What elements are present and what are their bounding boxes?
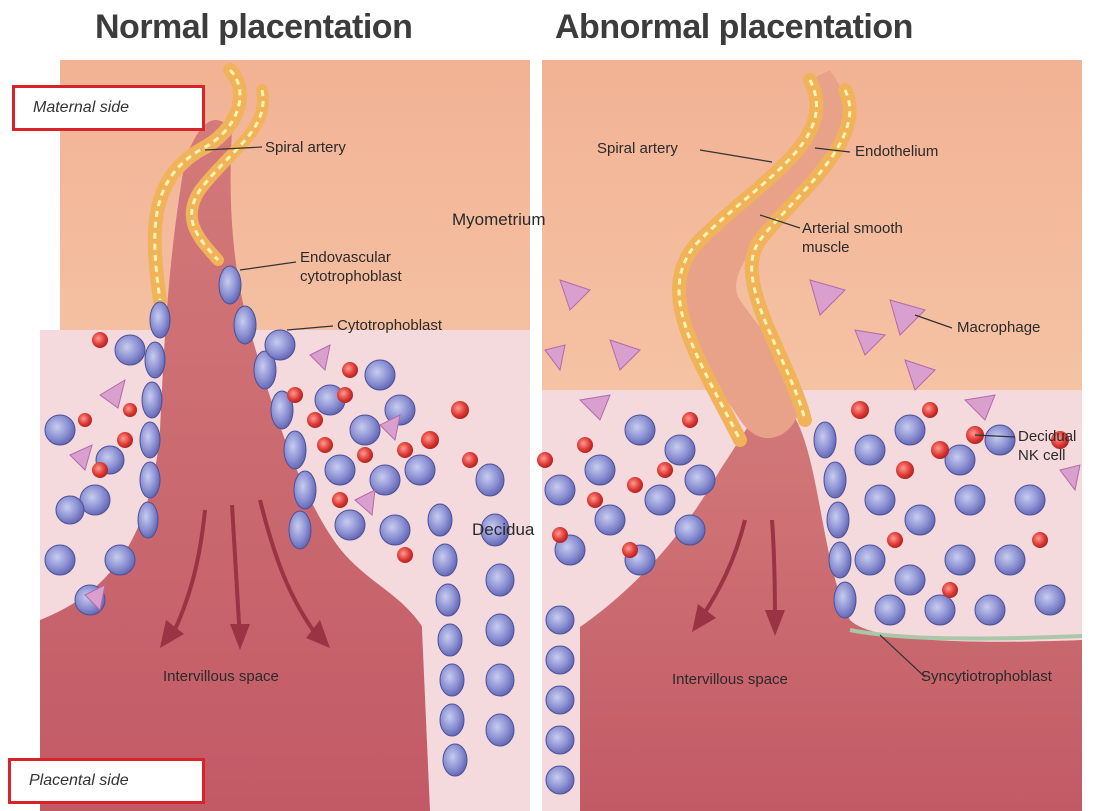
label-cytotrophoblast: Cytotrophoblast [337,317,442,335]
label-arterial-smooth-line2: muscle [802,239,850,257]
label-endovascular-line1: Endovascular [300,249,391,267]
label-decidua: Decidua [472,521,534,539]
placental-side-box: Placental side [8,758,205,804]
label-right-intervillous-space: Intervillous space [672,671,788,689]
label-macrophage: Macrophage [957,319,1040,337]
panel-divider [530,60,542,811]
label-left-spiral-artery: Spiral artery [265,139,346,157]
label-decidual-nk-line1: Decidual [1018,428,1076,446]
label-decidual-nk-line2: NK cell [1018,447,1066,465]
right-panel [537,60,1082,811]
label-left-intervillous-space: Intervillous space [163,668,279,686]
left-panel [40,60,530,811]
maternal-side-box: Maternal side [12,85,205,131]
label-syncytiotrophoblast: Syncytiotrophoblast [921,668,1052,686]
label-endovascular-line2: cytotrophoblast [300,268,402,286]
title-normal-placentation: Normal placentation [95,8,412,47]
placental-side-label: Placental side [29,772,129,790]
label-arterial-smooth-line1: Arterial smooth [802,220,903,238]
label-right-spiral-artery: Spiral artery [597,140,678,158]
title-abnormal-placentation: Abnormal placentation [555,8,913,47]
maternal-side-label: Maternal side [33,99,129,117]
label-myometrium: Myometrium [452,211,546,229]
label-endothelium: Endothelium [855,143,938,161]
